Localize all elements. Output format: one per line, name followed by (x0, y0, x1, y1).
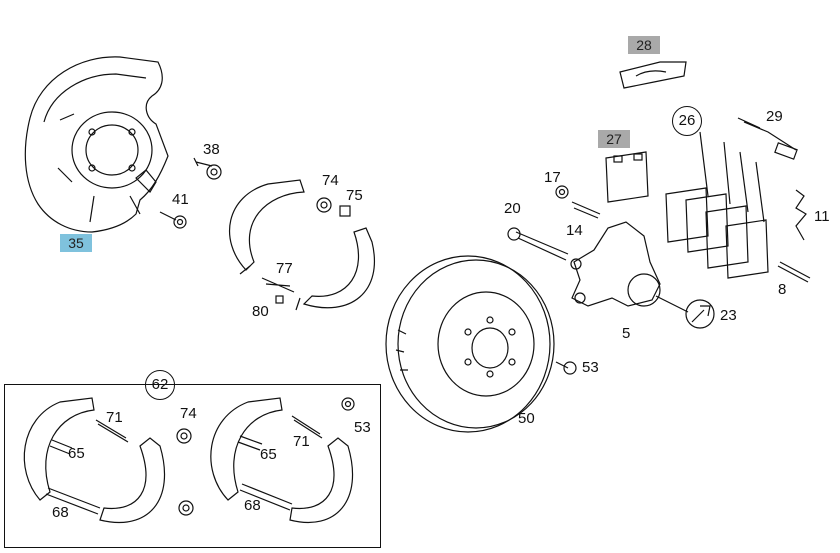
part-label-14: 14 (566, 222, 583, 239)
brake-rotor-part (385, 255, 555, 433)
part-label-27: 27 (598, 130, 630, 148)
bolt-53-part (555, 361, 577, 375)
part-label-68-right: 68 (244, 497, 261, 514)
part-label-20: 20 (504, 200, 521, 217)
part-label-53-inset: 53 (354, 419, 371, 436)
part-label-38: 38 (203, 141, 220, 158)
guide-pin-8-part (777, 261, 811, 283)
part-label-71-left: 71 (106, 409, 123, 426)
wear-sensor-part (737, 117, 798, 160)
part-label-65-right: 65 (260, 446, 277, 463)
bolt-38-part (193, 157, 222, 180)
pad-clip-28-part (619, 61, 687, 89)
bolt-41-part (159, 211, 187, 229)
part-label-77: 77 (276, 260, 293, 277)
part-label-11: 11 (814, 208, 830, 225)
part-label-17: 17 (544, 169, 561, 186)
part-label-53: 53 (582, 359, 599, 376)
caliper-part (570, 221, 689, 313)
pad-plate-27-part (605, 151, 649, 203)
part-label-50: 50 (518, 410, 535, 427)
part-label-8: 8 (778, 281, 787, 298)
part-label-74: 74 (322, 172, 339, 189)
caliper-bolts-part (507, 185, 601, 261)
part-label-29: 29 (766, 108, 783, 125)
part-label-23: 23 (720, 307, 737, 324)
wrench-23-icon (685, 299, 715, 329)
retaining-spring-part (795, 189, 807, 241)
part-label-41: 41 (172, 191, 189, 208)
part-label-28: 28 (628, 36, 660, 54)
part-label-74-inset: 74 (180, 405, 197, 422)
part-label-5: 5 (622, 325, 631, 342)
part-label-35: 35 (60, 234, 92, 252)
dust-shield-part (24, 56, 169, 233)
brake-shoes-part (229, 179, 375, 311)
inset-parts (23, 397, 355, 524)
shoe-kit-inset-frame (4, 384, 381, 548)
part-label-65-left: 65 (68, 445, 85, 462)
brake-pads-part (665, 131, 769, 279)
part-label-80: 80 (252, 303, 269, 320)
part-label-75: 75 (346, 187, 363, 204)
part-label-26: 26 (672, 106, 702, 136)
part-label-71-right: 71 (293, 433, 310, 450)
part-label-68-left: 68 (52, 504, 69, 521)
